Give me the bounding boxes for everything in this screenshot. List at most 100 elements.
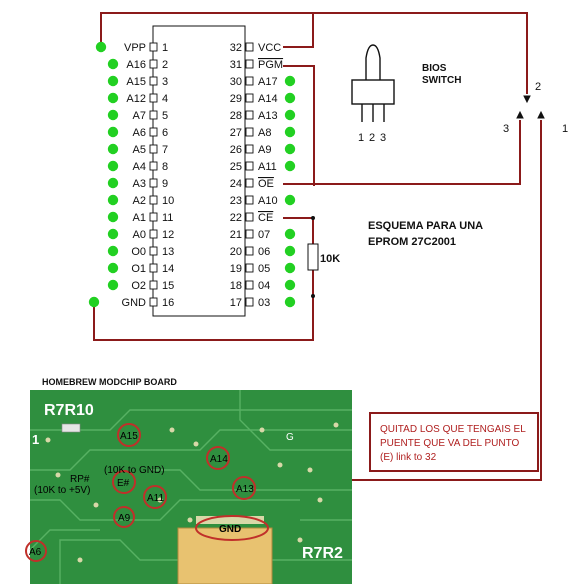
pin-name: A3 [133, 178, 146, 190]
resistor-value: 10K [320, 253, 340, 265]
pin-dot [107, 92, 119, 104]
pin-square [245, 42, 254, 52]
pin-dot [107, 143, 119, 155]
pin-name: A4 [133, 161, 146, 173]
pin-name: VCC [258, 42, 281, 54]
pcb-label-a14: A14 [210, 454, 228, 465]
pin-number: 25 [230, 161, 242, 173]
pin-name: VPP [124, 42, 146, 54]
pin-square [149, 297, 158, 307]
pin-name: A17 [258, 76, 278, 88]
pin-name: GND [122, 297, 147, 309]
pin-left-14: O1 14 [107, 262, 174, 275]
pin-number: 9 [162, 178, 168, 190]
pin-number: 16 [162, 297, 174, 309]
pin-name: 04 [258, 280, 270, 292]
pin-square [245, 229, 254, 239]
pin-right-24: 24 OE [230, 178, 274, 190]
switch-contact-1: 1 [562, 123, 568, 135]
pin-square [149, 280, 158, 290]
pin-number: 28 [230, 110, 242, 122]
pin-name: A13 [258, 110, 278, 122]
pcb-point-e [112, 470, 136, 494]
pin-name: A15 [126, 76, 146, 88]
pin-number: 19 [230, 263, 242, 275]
pin-number: 8 [162, 161, 168, 173]
note-box [369, 412, 539, 472]
bios-switch-label-2: SWITCH [422, 75, 461, 86]
pin-square [149, 93, 158, 103]
note-line-3: (E) link to 32 [380, 452, 437, 463]
pin-square [245, 144, 254, 154]
switch-contacts [516, 95, 545, 119]
pcb-point-a9 [113, 506, 135, 528]
pin-name: A0 [133, 229, 146, 241]
pin-square [245, 93, 254, 103]
pin-number: 20 [230, 246, 242, 258]
pin-left-6: A6 6 [107, 126, 168, 139]
pin-dot [107, 58, 119, 70]
pin-name: A11 [258, 161, 277, 173]
pin-name: O1 [131, 263, 146, 275]
pin-square [245, 76, 254, 86]
pin-name: A14 [258, 93, 278, 105]
pin-number: 12 [162, 229, 174, 241]
schematic-title-2: EPROM 27C2001 [368, 236, 456, 248]
pin-dot [107, 177, 119, 189]
bios-switch-label-1: BIOS [422, 63, 447, 74]
pin-name: A6 [133, 127, 146, 139]
pin-square [149, 76, 158, 86]
note-line-1: QUITAD LOS QUE TENGAIS EL [380, 424, 526, 435]
pin-square [149, 59, 158, 69]
pin-name: A2 [133, 195, 146, 207]
switch-contact-3: 3 [503, 123, 509, 135]
pin-number: 31 [230, 59, 242, 71]
pcb-label-a13: A13 [236, 484, 254, 495]
pin-dot [284, 143, 296, 155]
wire-vcc [283, 13, 314, 48]
pcb-note-10k-gnd: (10K to GND) [104, 465, 165, 476]
pin-number: 17 [230, 297, 242, 309]
pin-dot [284, 92, 296, 104]
pin-square [149, 263, 158, 273]
pin-name: A7 [133, 110, 146, 122]
pin-name: PGM [258, 59, 283, 71]
pin-square [149, 195, 158, 205]
pin-left-8: A4 8 [107, 160, 168, 173]
pin-number: 24 [230, 178, 242, 190]
pin-square [149, 161, 158, 171]
pin-number: 3 [162, 76, 168, 88]
pin-dot [88, 296, 100, 308]
bios-switch-pin-3: 3 [380, 132, 386, 144]
pin-name: A12 [126, 93, 146, 105]
pcb-label-a11: A11 [147, 493, 164, 504]
pin-square [245, 59, 254, 69]
pin-number: 14 [162, 263, 174, 275]
pin-square [149, 212, 158, 222]
pin-number: 11 [162, 212, 173, 224]
pin-name: 03 [258, 297, 270, 309]
pin-square [149, 178, 158, 188]
pcb-point-a15 [117, 423, 141, 447]
pin-dot [284, 262, 296, 274]
pin-number: 6 [162, 127, 168, 139]
pin-square [245, 127, 254, 137]
pin-name: A16 [126, 59, 146, 71]
pin-number: 2 [162, 59, 168, 71]
pin-name: OE [258, 178, 274, 190]
pin-square [149, 42, 158, 52]
